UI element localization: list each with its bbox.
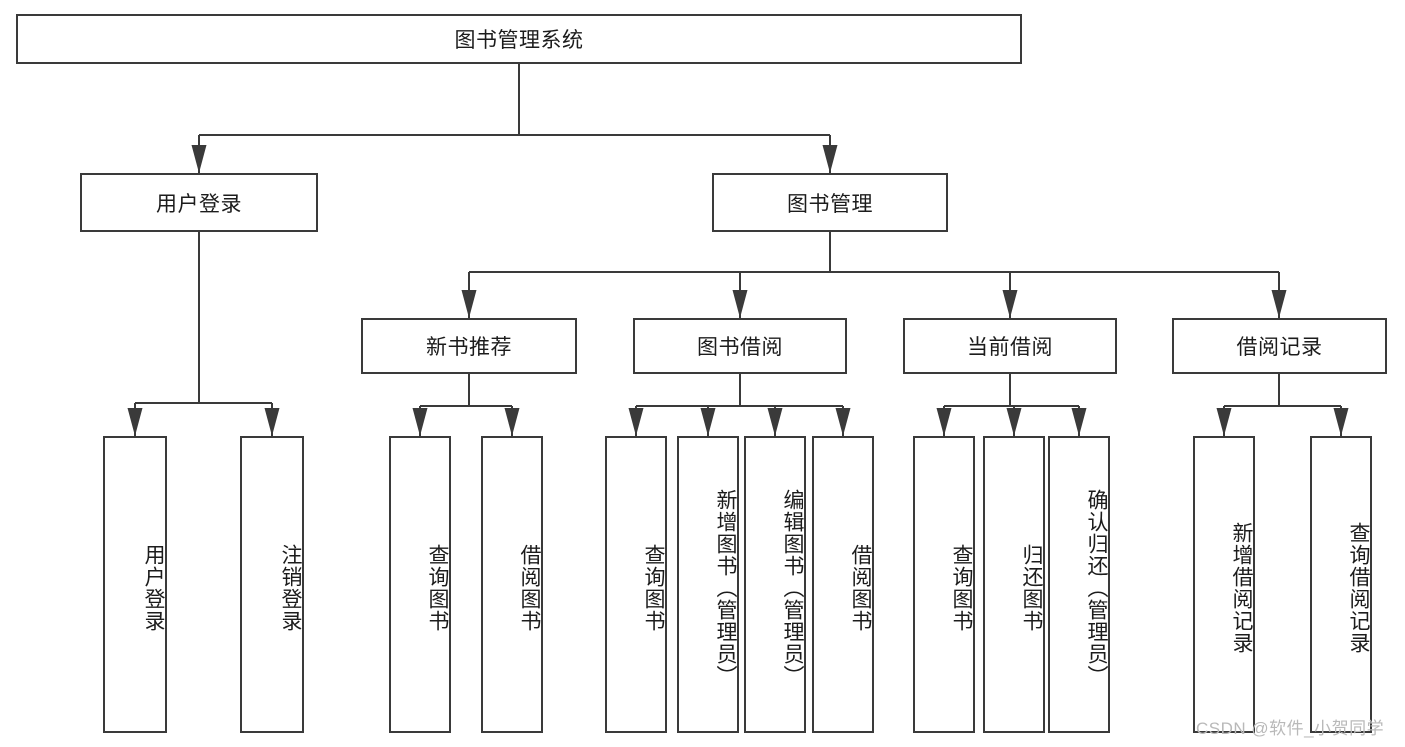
arrowhead-编辑图书-leaf (767, 408, 783, 436)
arrowhead-新书推荐 (461, 290, 477, 318)
root-node-图书管理系统: 图书管理系统 (16, 14, 1022, 64)
node-label: 借阅图书 (518, 543, 541, 632)
node-label: 图书借阅 (697, 336, 783, 359)
leaf-node-确认归还管理员-10: 确认归还（管理员） (1048, 436, 1110, 733)
node-label: 新增图书（管理员） (714, 488, 737, 687)
leaf-node-编辑图书管理员-6: 编辑图书（管理员） (744, 436, 806, 733)
node-label: 借阅记录 (1236, 336, 1323, 359)
leaf-node-查询图书-2: 查询图书 (389, 436, 451, 733)
node-label: 编辑图书（管理员） (781, 488, 804, 687)
arrowhead-注销登录-leaf (264, 408, 280, 436)
node-label: 当前借阅 (967, 336, 1053, 359)
branch-node-新书推荐-0: 新书推荐 (361, 318, 577, 374)
branch-node-借阅记录-3: 借阅记录 (1172, 318, 1387, 374)
arrowhead-确认归还-leaf (1071, 408, 1087, 436)
node-label: 用户登录 (142, 543, 165, 632)
node-label: 确认归还（管理员） (1085, 488, 1108, 687)
arrowhead-归还图书-leaf (1006, 408, 1022, 436)
node-label: 归还图书 (1020, 543, 1043, 632)
node-label: 查询图书 (426, 543, 449, 632)
leaf-node-查询图书-4: 查询图书 (605, 436, 667, 733)
arrowhead-用户登录-leaf (127, 408, 143, 436)
arrowhead-新增图书-leaf (700, 408, 716, 436)
node-label: 新增借阅记录 (1230, 521, 1253, 654)
node-label: 注销登录 (279, 543, 302, 632)
arrowhead-用户登录 (191, 145, 207, 173)
leaf-node-新增借阅记录-11: 新增借阅记录 (1193, 436, 1255, 733)
arrowhead-新增借阅记录-leaf (1216, 408, 1232, 436)
arrowhead-查询图书-leaf (628, 408, 644, 436)
arrowhead-借阅记录 (1271, 290, 1287, 318)
arrowhead-借阅图书-leaf (504, 408, 520, 436)
node-label: 用户登录 (156, 192, 242, 216)
node-label: 借阅图书 (849, 543, 872, 632)
leaf-node-用户登录-0: 用户登录 (103, 436, 167, 733)
leaf-node-查询借阅记录-12: 查询借阅记录 (1310, 436, 1372, 733)
node-label: 图书管理系统 (454, 29, 584, 52)
arrowhead-查询图书-leaf (412, 408, 428, 436)
watermark-text: CSDN @软件_小贺同学 (1196, 719, 1385, 738)
arrowhead-当前借阅 (1002, 290, 1018, 318)
leaf-node-借阅图书-3: 借阅图书 (481, 436, 543, 733)
arrowhead-图书借阅 (732, 290, 748, 318)
leaf-node-查询图书-8: 查询图书 (913, 436, 975, 733)
branch-node-当前借阅-2: 当前借阅 (903, 318, 1117, 374)
leaf-node-归还图书-9: 归还图书 (983, 436, 1045, 733)
branch-node-图书管理-1: 图书管理 (712, 173, 948, 232)
node-label: 查询图书 (642, 543, 665, 632)
leaf-node-借阅图书-7: 借阅图书 (812, 436, 874, 733)
leaf-node-新增图书管理员-5: 新增图书（管理员） (677, 436, 739, 733)
arrowhead-查询图书-leaf (936, 408, 952, 436)
branch-node-图书借阅-1: 图书借阅 (633, 318, 847, 374)
leaf-node-注销登录-1: 注销登录 (240, 436, 304, 733)
branch-node-用户登录-0: 用户登录 (80, 173, 318, 232)
arrowhead-查询借阅记录-leaf (1333, 408, 1349, 436)
node-label: 查询借阅记录 (1347, 521, 1370, 654)
node-label: 新书推荐 (426, 336, 512, 359)
arrowhead-借阅图书-leaf (835, 408, 851, 436)
arrowhead-图书管理 (822, 145, 838, 173)
node-label: 查询图书 (950, 543, 973, 632)
node-label: 图书管理 (787, 192, 873, 216)
